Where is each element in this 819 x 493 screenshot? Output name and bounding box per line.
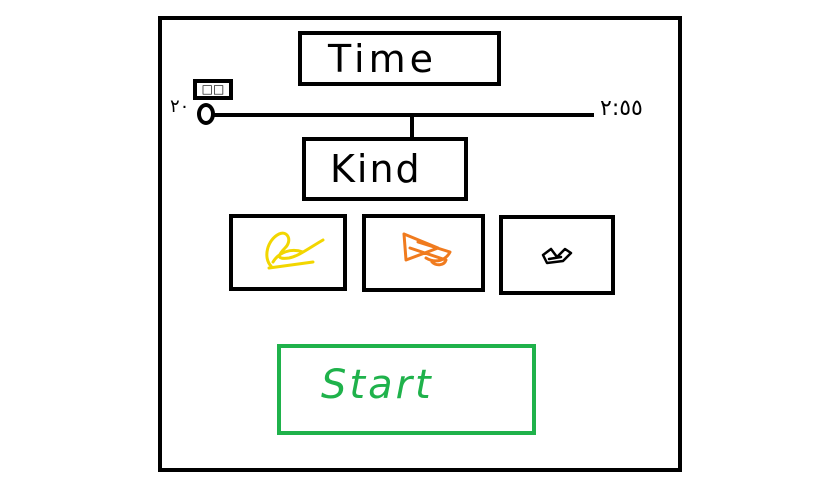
kind-option-fish[interactable] — [362, 214, 485, 292]
slider-value-box: □□ — [193, 79, 233, 100]
slider-max-label: ٢:٥٥ — [600, 96, 643, 121]
kind-label: Kind — [330, 147, 422, 191]
time-slider-handle[interactable] — [197, 103, 215, 125]
yellow-dragon-icon — [265, 231, 325, 270]
kind-label-box: Kind — [302, 137, 468, 201]
black-bird-icon — [541, 247, 573, 265]
start-button-label: Start — [321, 362, 434, 408]
time-slider-track[interactable] — [207, 113, 594, 117]
orange-fish-icon — [402, 232, 452, 267]
kind-option-bird[interactable] — [499, 215, 615, 295]
start-button[interactable]: Start — [277, 344, 536, 435]
slider-min-label: ٢٠ — [170, 96, 190, 117]
time-label-box: Time — [298, 31, 501, 86]
time-label: Time — [328, 37, 437, 81]
kind-option-dragon[interactable] — [229, 214, 347, 291]
app-frame — [158, 16, 682, 472]
